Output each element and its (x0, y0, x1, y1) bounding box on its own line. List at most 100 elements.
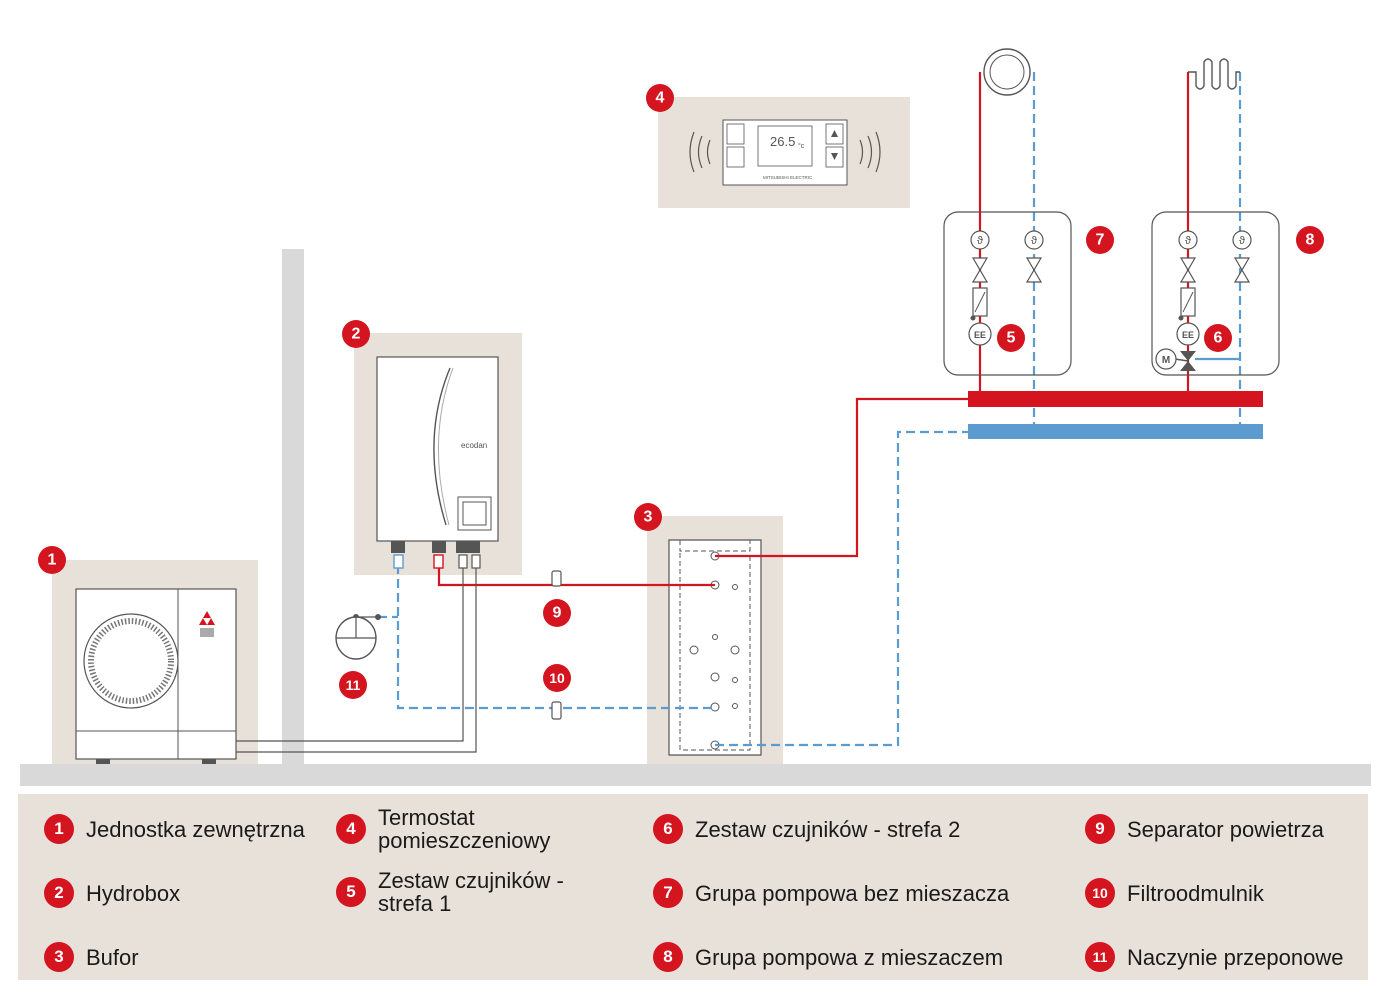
sensor-set-1-meter-label: EE (974, 330, 986, 340)
heating-system-diagram: ecodan 26.5 °c MITSUBISHI ELECTRI (20, 48, 1371, 786)
refrigerant-lines (236, 565, 477, 753)
legend-label: Zestaw czujników - strefa 1 (378, 868, 564, 916)
svg-text:ϑ: ϑ (977, 235, 983, 247)
hydrobox: ecodan (376, 356, 499, 553)
legend-badge: 9 (1085, 814, 1115, 844)
badge-9: 9 (543, 599, 571, 627)
legend-badge: 10 (1085, 878, 1115, 908)
arrow-up-icon (831, 130, 838, 137)
ground-slab (20, 764, 1371, 786)
legend-item-6: 6 Zestaw czujników - strefa 2 (653, 814, 960, 844)
thermometer-icon (1178, 230, 1198, 250)
valve-icon (971, 257, 989, 283)
legend-label: Grupa pompowa bez mieszacza (695, 880, 1010, 906)
hydrobox-fittings (393, 554, 481, 569)
pump-group-mixer: ϑ ϑ EE M (1151, 211, 1280, 376)
svg-text:6: 6 (1214, 330, 1223, 347)
legend-item-7: 7 Grupa pompowa bez mieszacza (653, 878, 1009, 908)
legend-item-3: 3 Bufor (44, 942, 139, 972)
valve-icon (1179, 257, 1197, 283)
legend-label: Hydrobox (86, 880, 181, 906)
svg-text:7: 7 (1096, 232, 1105, 249)
thermostat-display-value: 26.5 (770, 134, 795, 149)
motor-icon (1155, 348, 1177, 370)
legend-badge: 11 (1085, 942, 1115, 972)
legend-badge: 8 (653, 942, 683, 972)
svg-text:ϑ: ϑ (1031, 235, 1037, 247)
legend: 1 Jednostka zewnętrzna 2 Hydrobox 3 Bufo… (18, 794, 1368, 980)
ecodan-brand-label: ecodan (461, 441, 487, 450)
badge-11: 11 (339, 671, 367, 699)
thermometer-icon (1024, 230, 1044, 250)
air-separator (551, 570, 562, 587)
legend-badge: 7 (653, 878, 683, 908)
wireless-signal-right-icon (859, 131, 881, 173)
legend-badge: 1 (44, 814, 74, 844)
legend-label: Bufor (86, 944, 139, 970)
badge-8: 8 (1296, 226, 1324, 254)
svg-text:1: 1 (48, 552, 57, 569)
legend-badge: 5 (336, 877, 366, 907)
legend-label: Separator powietrza (1127, 816, 1324, 842)
legend-item-11: 11 Naczynie przeponowe (1085, 942, 1343, 972)
outdoor-unit (75, 588, 237, 764)
svg-text:3: 3 (644, 509, 653, 526)
legend-label: Naczynie przeponowe (1127, 944, 1344, 970)
legend-label: Termostat pomieszczeniowy (378, 805, 551, 853)
motor-label: M (1162, 355, 1170, 366)
legend-item-4: 4 Termostat pomieszczeniowy (336, 806, 596, 852)
return-pipes (378, 72, 1242, 747)
pump-group-no-mixer: ϑ ϑ EE (943, 211, 1072, 376)
svg-text:10: 10 (549, 670, 565, 686)
legend-item-8: 8 Grupa pompowa z mieszaczem (653, 942, 1003, 972)
badge-10: 10 (543, 664, 571, 692)
badge-2: 2 (342, 320, 370, 348)
legend-badge: 2 (44, 878, 74, 908)
return-manifold (968, 424, 1263, 439)
wireless-signal-left-icon (689, 131, 711, 173)
thermometer-icon (970, 230, 990, 250)
legend-item-2: 2 Hydrobox (44, 878, 180, 908)
mitsubishi-logo-icon (199, 611, 215, 637)
legend-badge: 6 (653, 814, 683, 844)
valve-icon (1233, 257, 1251, 283)
legend-label: Jednostka zewnętrzna (86, 816, 305, 842)
fan-grille-icon (88, 618, 174, 704)
legend-item-5: 5 Zestaw czujników - strefa 1 (336, 869, 596, 915)
floor-heating-coil-icon (1188, 58, 1240, 90)
svg-text:2: 2 (352, 326, 361, 343)
badge-3: 3 (634, 503, 662, 531)
svg-text:8: 8 (1306, 232, 1315, 249)
dirt-separator (551, 701, 562, 720)
pump-icon (968, 322, 992, 346)
supply-manifold (968, 391, 1263, 407)
legend-item-10: 10 Filtroodmulnik (1085, 878, 1264, 908)
badge-5: 5 (997, 324, 1025, 352)
arrow-down-icon (831, 153, 838, 160)
thermometer-icon (1232, 230, 1252, 250)
buffer-tank (668, 539, 762, 756)
legend-badge: 3 (44, 942, 74, 972)
badge-7: 7 (1086, 226, 1114, 254)
legend-badge: 4 (336, 814, 366, 844)
sensor-set-2-meter-label: EE (1182, 330, 1194, 340)
svg-text:ϑ: ϑ (1185, 235, 1191, 247)
legend-item-1: 1 Jednostka zewnętrzna (44, 814, 305, 844)
badge-4: 4 (646, 84, 674, 112)
svg-text:9: 9 (553, 605, 562, 622)
legend-item-9: 9 Separator powietrza (1085, 814, 1324, 844)
legend-label: Filtroodmulnik (1127, 880, 1264, 906)
svg-text:5: 5 (1007, 330, 1016, 347)
badge-6: 6 (1204, 324, 1232, 352)
radiator-loop-icon (983, 48, 1031, 96)
room-thermostat: 26.5 °c MITSUBISHI ELECTRIC (689, 119, 881, 186)
building-wall (282, 249, 304, 765)
svg-text:11: 11 (346, 677, 361, 693)
svg-text:4: 4 (656, 90, 665, 107)
badge-1: 1 (38, 546, 66, 574)
thermostat-display-unit: °c (798, 142, 805, 150)
legend-label: Zestaw czujników - strefa 2 (695, 816, 961, 842)
thermostat-brand-label: MITSUBISHI ELECTRIC (763, 175, 813, 180)
pump-icon (1176, 322, 1200, 346)
expansion-vessel (335, 614, 381, 660)
